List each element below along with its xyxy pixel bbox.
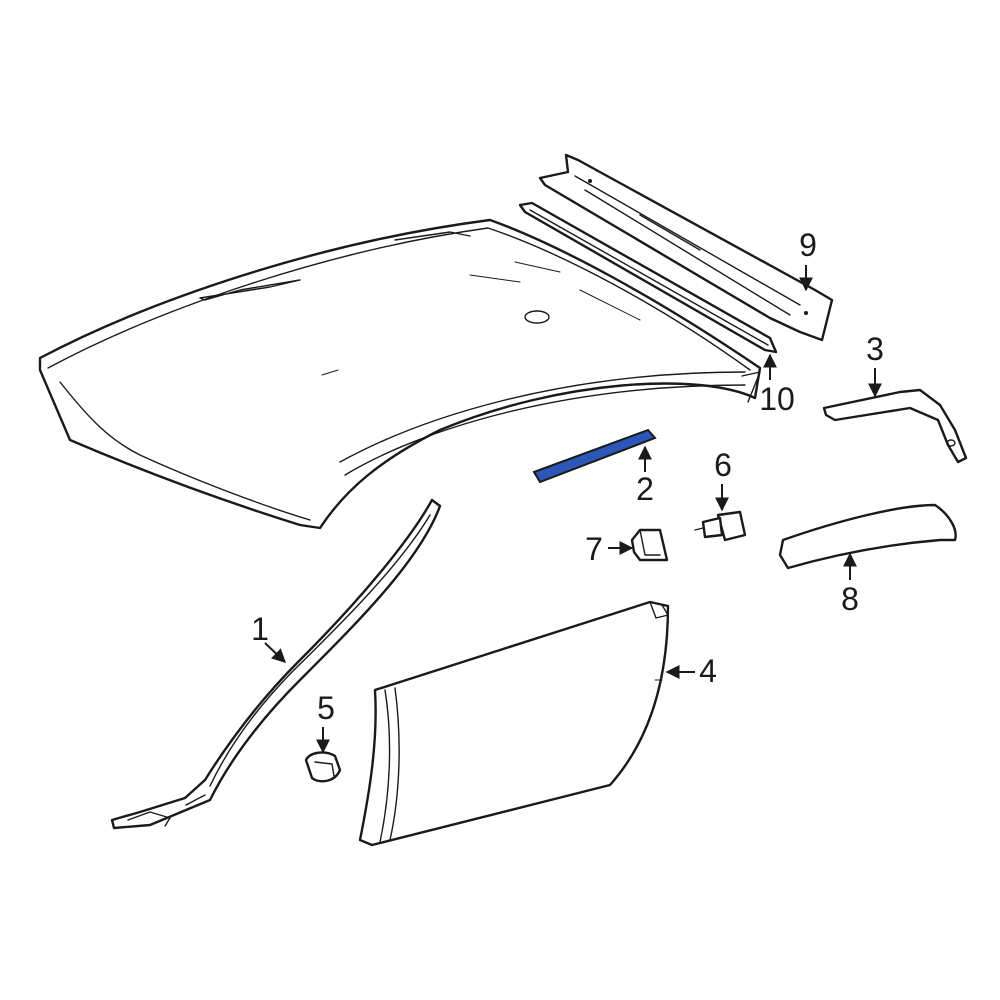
callout-2: 2 bbox=[636, 471, 654, 507]
molding-part-2-highlight bbox=[532, 428, 657, 484]
leader-lines bbox=[264, 265, 882, 754]
clip-part-7 bbox=[630, 528, 669, 562]
door-panel-part-4 bbox=[358, 600, 670, 847]
callout-8: 8 bbox=[841, 581, 859, 617]
pillar-molding-part-1 bbox=[110, 498, 442, 830]
callout-5: 5 bbox=[317, 690, 335, 726]
clip-part-6 bbox=[694, 510, 747, 542]
roof-panel bbox=[38, 218, 762, 530]
callout-3: 3 bbox=[866, 331, 884, 367]
callout-10: 10 bbox=[759, 381, 795, 417]
clip-part-5 bbox=[304, 751, 342, 783]
leader-1 bbox=[264, 642, 287, 663]
molding-part-8 bbox=[778, 503, 957, 570]
roof-rail-part-9 bbox=[538, 153, 834, 342]
molding-part-2 bbox=[532, 428, 657, 484]
callout-1: 1 bbox=[251, 611, 269, 647]
callout-4: 4 bbox=[699, 653, 717, 689]
callout-7: 7 bbox=[585, 531, 603, 567]
roof-strip-part-10 bbox=[518, 201, 778, 354]
callout-9: 9 bbox=[799, 227, 817, 263]
molding-part-3 bbox=[822, 388, 968, 464]
callout-labels: 1 2 3 4 5 6 7 8 9 10 bbox=[251, 227, 884, 726]
callout-6: 6 bbox=[714, 447, 732, 483]
